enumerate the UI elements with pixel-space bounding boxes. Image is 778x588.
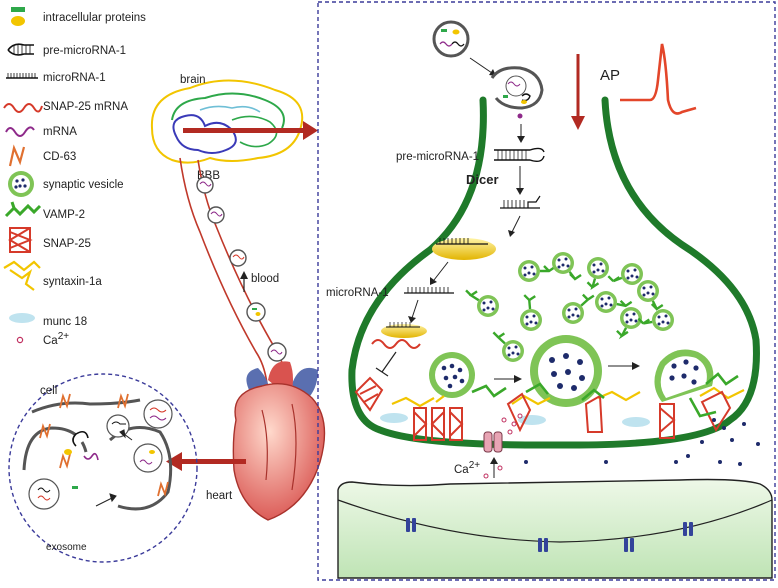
legend-label-synaptic-vesicle: synaptic vesicle [43,179,124,191]
cell-exosome-panel [8,373,198,563]
calcium-channel [483,431,503,453]
duplex-arrow [508,215,521,237]
exosome-label: exosome [46,542,87,553]
cell-multivesicular-body [64,399,173,461]
legend-label-munc18: munc 18 [43,316,87,328]
pool-vesicle [607,263,643,285]
inhibition-symbol [375,351,397,377]
pool-vesicle [562,293,595,324]
vessel-exosome-4 [246,302,266,322]
ap-trace [620,43,697,115]
snare-complexes [380,372,745,441]
cell-arrows [95,429,133,507]
synapse-panel [317,1,776,581]
exosome-entry-arrow [469,57,496,76]
docking-vesicle-2 [530,335,602,407]
cell-exosome-vesicles [28,443,163,510]
docking-vesicle-1 [429,352,475,398]
pool-vesicle [595,291,633,313]
cd63-icon [8,144,26,167]
dicer-label: Dicer [466,172,499,187]
docking-arrow-2 [608,362,640,370]
vessel-exosome-2 [207,206,225,224]
blood-label: blood [251,273,279,285]
munc18-icon [9,313,35,323]
postsynaptic-receptors [406,518,693,552]
pre-microrna-label: pre-microRNA-1 [396,151,479,163]
vessel-exosome-1 [196,176,214,194]
risc-complex-1 [432,238,496,260]
vamp2-icon [4,201,42,218]
pool-vesicle [465,289,499,317]
pool-vesicle [616,307,642,340]
heart-to-cell-arrow [166,452,246,471]
snap25-mrna-icon [3,103,43,113]
microrna-label: microRNA-1 [326,287,389,299]
ap-label: AP [600,67,620,84]
pool-vesicle [492,331,524,362]
mrna-icon [5,126,35,137]
pool-vesicle [637,309,674,331]
snap25-icon [8,227,33,253]
pre-microrna-hairpin [494,147,545,163]
calcium-icon [16,336,24,344]
legend-label-microrna: microRNA-1 [43,72,106,84]
calcium-influx-arrow [490,457,498,478]
pool-vesicle [518,260,556,282]
pool-vesicle [552,252,582,281]
calcium-ions [483,413,523,479]
pre-microrna-icon [7,43,34,56]
brain-to-synapse-arrow [183,121,318,140]
brain [150,79,304,164]
calcium-label: Ca2+ [454,460,480,476]
legend-label-calcium: Ca2+ [43,331,69,347]
docking-arrow-1 [494,375,522,383]
snap25-translated [354,376,384,412]
endocytosed-exosome [490,66,544,119]
synaptic-vesicle-icon [8,171,34,197]
microrna-icon [6,73,38,79]
fusing-vesicle [654,349,714,402]
microrna-arrow [408,299,419,323]
heart [232,361,326,521]
release-arrow [517,124,525,143]
microrna-duplex [500,195,541,209]
legend-label-pre-microrna: pre-microRNA-1 [43,45,126,57]
vessel-exosome-5 [267,342,287,362]
vesicle-pool [465,252,674,362]
legend-label-snap25-mrna: SNAP-25 mRNA [43,101,128,113]
brain-label: brain [180,74,206,86]
pool-vesicle [586,257,609,291]
mature-microrna [404,287,454,294]
neurotransmitter-release [524,418,760,466]
legend-label-syntaxin: syntaxin-1a [43,276,102,288]
postsynaptic-membrane-line [337,499,773,543]
ap-arrow [571,54,585,130]
legend: intracellular proteins pre-microRNA-1 mi… [3,7,146,347]
legend-label-cd63: CD-63 [43,151,76,163]
incoming-exosome [432,20,470,58]
vessel-exosome-3 [229,249,247,267]
pool-vesicle [637,280,664,311]
cell-cd63 [39,393,169,497]
legend-label-snap25: SNAP-25 [43,238,91,250]
syntaxin-icon [3,260,41,291]
risc-arrow [430,261,449,285]
legend-label-mrna: mRNA [43,126,77,138]
legend-label-intracellular-proteins: intracellular proteins [43,12,146,24]
blood-flow-arrow [240,271,248,292]
risc-complex-2 [371,322,427,349]
intracellular-proteins-icon [11,7,25,26]
legend-label-vamp2: VAMP-2 [43,209,85,221]
postsynaptic-cell [337,478,773,579]
dicer-arrow [516,166,524,195]
cell-label: cell [40,385,57,397]
heart-label: heart [206,490,233,502]
pool-vesicle [520,294,542,331]
presynaptic-membrane [348,96,760,449]
